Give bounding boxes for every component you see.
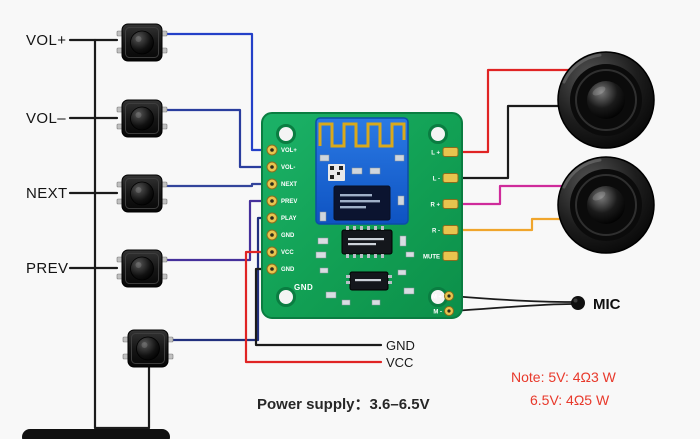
push-button-play [122, 329, 174, 368]
bluetooth-chip [333, 185, 391, 221]
right-pad-header: L + L - R + R - MUTE [423, 147, 459, 261]
amplifier-ic [341, 229, 393, 255]
wire-mic-plus [451, 295, 573, 303]
mic-pads: M + M - [432, 291, 454, 316]
wire-vcc [244, 250, 383, 364]
mounting-hole [276, 124, 296, 144]
pad-label-mute: MUTE [423, 255, 440, 261]
wire-play-to-pcb [171, 216, 269, 342]
note-line-1: Note: 5V: 4Ω3 W [511, 369, 617, 385]
pad-label-rminus: R - [432, 229, 440, 235]
pin-label-vcc: VCC [281, 250, 294, 256]
pad-label-mplus: M + [432, 295, 443, 301]
pin-label-next: NEXT [281, 182, 297, 188]
push-button-vol-plus [116, 23, 168, 62]
label-power-supply: Power supply：3.6–6.5V [257, 396, 430, 413]
pin-label-volminus: VOL- [281, 165, 295, 171]
bluetooth-module [315, 117, 409, 225]
speaker-left [556, 50, 656, 150]
label-mic: MIC [593, 296, 621, 313]
wire-left-speaker-plus [454, 68, 572, 154]
mounting-hole [428, 124, 448, 144]
onboard-components [315, 226, 415, 306]
label-gnd: GND [386, 338, 415, 353]
wire-mic-minus [451, 303, 573, 312]
wire-volplus-to-pcb [165, 32, 269, 152]
silkscreen-gnd: GND [294, 283, 313, 292]
mounting-hole [276, 287, 296, 307]
label-next: NEXT [26, 185, 68, 202]
label-prev: PREV [26, 260, 68, 277]
push-button-next [116, 174, 168, 213]
wire-right-speaker-minus [454, 217, 564, 232]
speaker-right [556, 155, 656, 255]
wire-volminus-to-pcb [165, 108, 269, 169]
push-button-prev [116, 249, 168, 288]
pad-label-mminus: M - [433, 310, 442, 316]
pin-label-prev: PREV [281, 199, 297, 205]
wire-left-speaker-minus [454, 104, 568, 180]
pin-label-gnd2: GND [281, 267, 295, 273]
pin-label-volplus: VOL+ [281, 148, 297, 154]
wire-next-to-pcb [165, 182, 269, 188]
label-vol-minus: VOL– [26, 110, 66, 127]
note-line-2: 6.5V: 4Ω5 W [530, 392, 610, 408]
push-button-vol-minus [116, 99, 168, 138]
wire-prev-to-pcb [165, 199, 269, 262]
microphone [571, 296, 585, 310]
cropped-banner [22, 429, 170, 439]
module-smd-parts [319, 154, 405, 222]
wire-right-speaker-plus [454, 184, 564, 206]
label-vcc: VCC [386, 355, 413, 370]
smd-components [315, 235, 415, 306]
pad-label-lminus: L - [433, 177, 440, 183]
wire-common-trunk [93, 38, 151, 430]
pcb-antenna [318, 122, 406, 148]
pad-label-lplus: L + [431, 151, 440, 157]
label-vol-plus: VOL+ [26, 32, 66, 49]
pin-label-play: PLAY [281, 216, 296, 222]
left-pin-header: VOL+ VOL- NEXT PREV PLAY GND VCC GND [266, 144, 297, 275]
pad-label-rplus: R + [430, 203, 440, 209]
pin-label-gnd1: GND [281, 233, 295, 239]
